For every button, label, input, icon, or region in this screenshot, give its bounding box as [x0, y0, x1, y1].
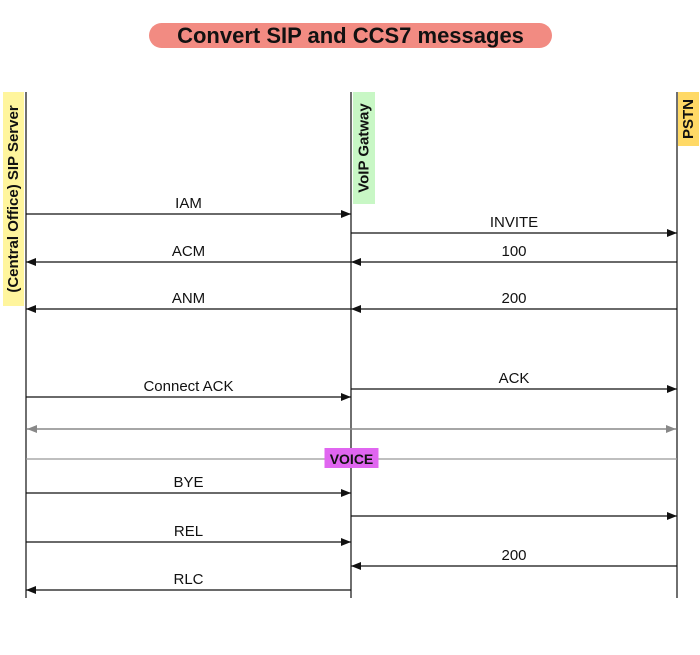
- diagram-title: Convert SIP and CCS7 messages: [149, 23, 552, 48]
- participant-box-gw: [353, 92, 375, 204]
- participant-label-gw: VoIP Gatway: [356, 103, 373, 193]
- participant-label-sip: (Central Office) SIP Server: [5, 105, 22, 292]
- message-label: IAM: [175, 195, 202, 212]
- message-label: RLC: [173, 571, 203, 588]
- voice-label: VOICE: [330, 451, 374, 467]
- message-label: 100: [501, 243, 526, 260]
- participant-box-pstn: [678, 92, 699, 146]
- message-label: INVITE: [490, 214, 538, 231]
- message-label: ANM: [172, 290, 205, 307]
- participant-box-sip: [3, 92, 24, 306]
- voice-label-bg: [324, 448, 379, 468]
- message-label: ACK: [499, 370, 530, 387]
- message-label: Connect ACK: [143, 378, 233, 395]
- message-label: ACM: [172, 243, 205, 260]
- message-label: REL: [174, 523, 203, 540]
- message-label: 200: [501, 547, 526, 564]
- participant-label-pstn: PSTN: [680, 99, 697, 139]
- message-label: 200: [501, 290, 526, 307]
- message-label: BYE: [173, 474, 203, 491]
